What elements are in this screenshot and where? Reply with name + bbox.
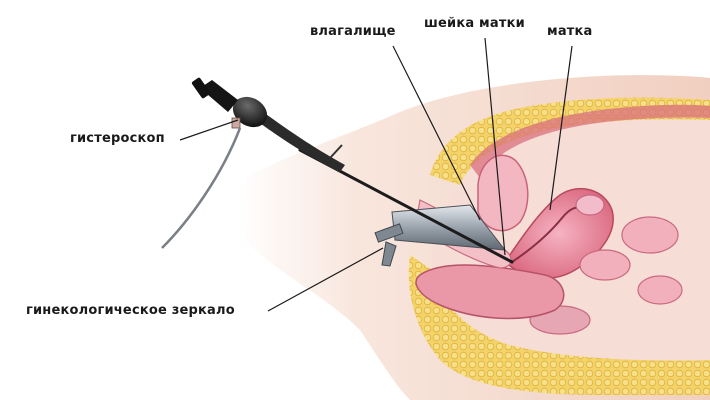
label-cervix: шейка матки [424,16,525,31]
intestines [529,216,683,335]
ovary [575,194,605,216]
leader-cervix [484,37,506,256]
fat-layer-upper [430,97,710,185]
hysteroscope [161,77,514,264]
leader-lines [179,37,573,312]
bladder [477,154,529,232]
label-speculum: гинекологическое зеркало [26,303,235,318]
label-hysteroscope: гистероскоп [70,131,165,146]
fat-layer-lower [408,255,710,395]
rectum [415,264,565,320]
label-uterus: матка [547,24,593,39]
leader-uterus [549,45,573,211]
label-vagina: влагалище [310,24,396,39]
leader-speculum [267,247,384,312]
leader-vagina [392,45,481,221]
leader-hysteroscope [179,119,239,141]
muscle-band [470,104,710,178]
